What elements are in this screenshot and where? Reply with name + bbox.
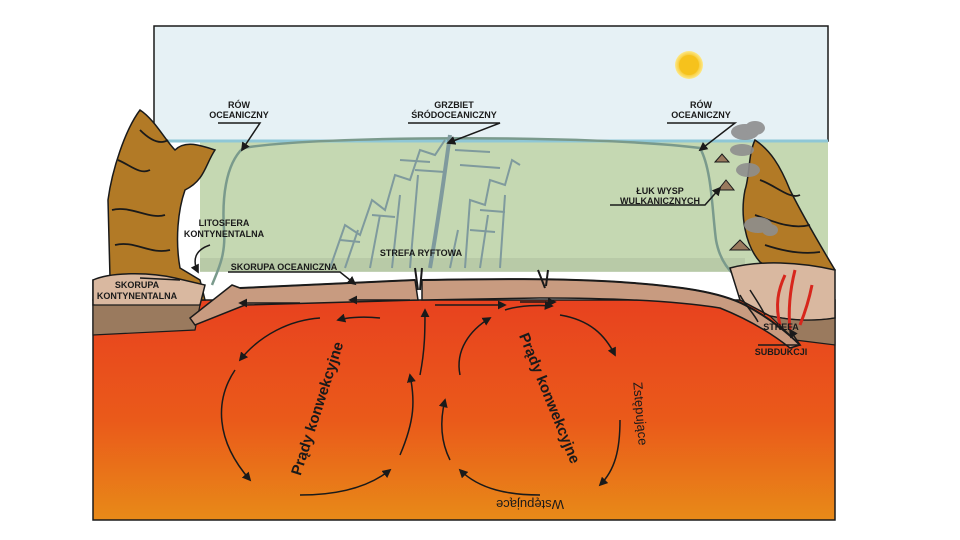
mantle <box>92 299 836 521</box>
label-continental-crust-2: KONTYNENTALNA <box>97 291 178 301</box>
label-oceanic-crust: SKORUPA OCEANICZNA <box>231 262 338 272</box>
label-trench-left-1: RÓW <box>228 99 251 110</box>
left-continent-rock <box>92 108 217 301</box>
label-continental-crust-1: SKORUPA <box>115 280 160 290</box>
rift-faults <box>329 134 521 269</box>
label-trench-right-2: OCEANICZNY <box>671 110 731 120</box>
label-ascending: Wstępujące <box>496 497 564 512</box>
label-continental-lithosphere-2: KONTYNENTALNA <box>184 229 265 239</box>
label-island-arc-2: WULKANICZNYCH <box>620 196 700 206</box>
convection-arrows <box>220 295 621 496</box>
label-leaders <box>139 122 802 346</box>
label-ridge-1: GRZBIET <box>434 100 474 110</box>
label-ridge-2: ŚRÓDOCEANICZNY <box>411 109 497 120</box>
smoke-cloud-icon <box>730 121 778 236</box>
label-island-arc-1: ŁUK WYSP <box>636 186 684 196</box>
label-continental-lithosphere-1: LITOSFERA <box>199 218 250 228</box>
label-trench-left-2: OCEANICZNY <box>209 110 269 120</box>
right-continent-rock <box>742 138 836 302</box>
label-subduction-1: STREFA <box>763 322 799 332</box>
label-descending: Zstępujące <box>630 381 650 446</box>
sun-icon <box>675 51 703 79</box>
volcano-island-icon <box>713 153 752 251</box>
label-rift-zone: STREFA RYFTOWA <box>380 248 463 258</box>
sky <box>153 25 829 142</box>
label-subduction-2: SUBDUKCJI <box>755 347 808 357</box>
left-trench-outline <box>210 147 244 286</box>
label-trench-right-1: RÓW <box>690 99 713 110</box>
